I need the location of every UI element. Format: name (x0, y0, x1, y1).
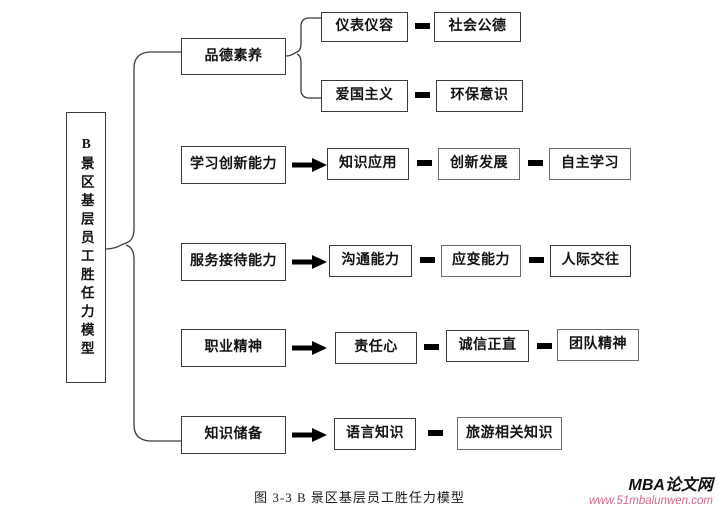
leaf-box-aiguozhuyi: 爱国主义 (321, 80, 408, 112)
leaf-box-zizhuxuexi: 自主学习 (549, 148, 631, 180)
leaf-box-lvyouxiangguanzhishi: 旅游相关知识 (457, 417, 562, 450)
sub-brace-upper (296, 17, 321, 53)
leaf-box-shehuigongde: 社会公德 (434, 12, 521, 42)
leaf-label: 旅游相关知识 (466, 425, 553, 441)
watermark-title: MBA论文网 (628, 477, 713, 494)
leaf-box-tuanduijingshen: 团队精神 (557, 329, 639, 361)
sub-brace-lower (296, 53, 321, 99)
watermark-url: www.51mbalunwen.com (588, 495, 713, 508)
leaf-label: 沟通能力 (341, 253, 400, 269)
leaf-box-chengxinzhengzhi: 诚信正直 (446, 330, 529, 362)
dash-connector (528, 160, 543, 166)
leaf-box-yingbiannengli: 应变能力 (441, 245, 521, 277)
leaf-box-renjijiaowang: 人际交往 (550, 245, 631, 277)
leaf-box-zhishiyingyong: 知识应用 (327, 148, 409, 180)
root-stem-line (105, 242, 127, 250)
dash-connector (417, 160, 432, 166)
watermark: MBA论文网 www.51mbalunwen.com (589, 477, 713, 509)
arrow-right-icon (292, 341, 327, 355)
leaf-label: 责任心 (354, 340, 398, 356)
brace-lower-line (125, 244, 181, 442)
branch-label: 学习创新能力 (190, 157, 277, 173)
branch-box-zhishichubei: 知识储备 (181, 416, 286, 454)
dash-connector (420, 257, 435, 263)
dash-connector (537, 343, 552, 349)
leaf-label: 环保意识 (450, 88, 509, 104)
figure-caption: 图 3-3 B 景区基层员工胜任力模型 (254, 490, 465, 505)
leaf-label: 爱国主义 (335, 88, 394, 104)
leaf-label: 应变能力 (452, 253, 510, 269)
branch-box-fuwujiedainengli: 服务接待能力 (181, 243, 286, 281)
arrow-right-icon (292, 158, 327, 172)
branch-box-xuexichuangxinnengli: 学习创新能力 (181, 146, 286, 184)
branch-label: 服务接待能力 (190, 254, 277, 270)
dash-connector (428, 430, 443, 436)
branch-label: 品德素养 (204, 48, 263, 64)
leaf-label: 诚信正直 (458, 338, 517, 354)
leaf-label: 社会公德 (448, 19, 507, 35)
leaf-box-yibiaoyirong: 仪表仪容 (321, 12, 408, 42)
sub-brace-stem (285, 51, 298, 57)
root-node-label: B景区基层员工胜任力模型 (78, 135, 94, 360)
leaf-box-zerenxin: 责任心 (335, 332, 417, 364)
branch-label: 知识储备 (204, 427, 263, 443)
leaf-label: 团队精神 (569, 337, 627, 353)
branch-box-pindesuyang: 品德素养 (181, 38, 286, 75)
branch-label: 职业精神 (204, 340, 263, 356)
branch-box-zhiyejingshen: 职业精神 (181, 329, 286, 367)
dash-connector (415, 23, 430, 29)
dash-connector (529, 257, 544, 263)
leaf-box-yuyanzhishi: 语言知识 (334, 418, 416, 450)
leaf-box-goutongnengli: 沟通能力 (329, 245, 412, 277)
dash-connector (424, 344, 439, 350)
arrow-right-icon (292, 255, 327, 269)
dash-connector (415, 92, 430, 98)
root-node-box: B景区基层员工胜任力模型 (66, 112, 106, 383)
brace-upper-line (125, 51, 181, 244)
leaf-label: 创新发展 (450, 156, 508, 172)
leaf-label: 知识应用 (339, 156, 397, 172)
leaf-label: 自主学习 (561, 156, 619, 172)
leaf-label: 语言知识 (346, 426, 404, 442)
leaf-label: 人际交往 (561, 253, 620, 269)
leaf-box-chuangxinfazhan: 创新发展 (438, 148, 520, 180)
leaf-label: 仪表仪容 (335, 19, 394, 35)
arrow-right-icon (292, 428, 327, 442)
leaf-box-huanbaoyishi: 环保意识 (436, 80, 523, 112)
